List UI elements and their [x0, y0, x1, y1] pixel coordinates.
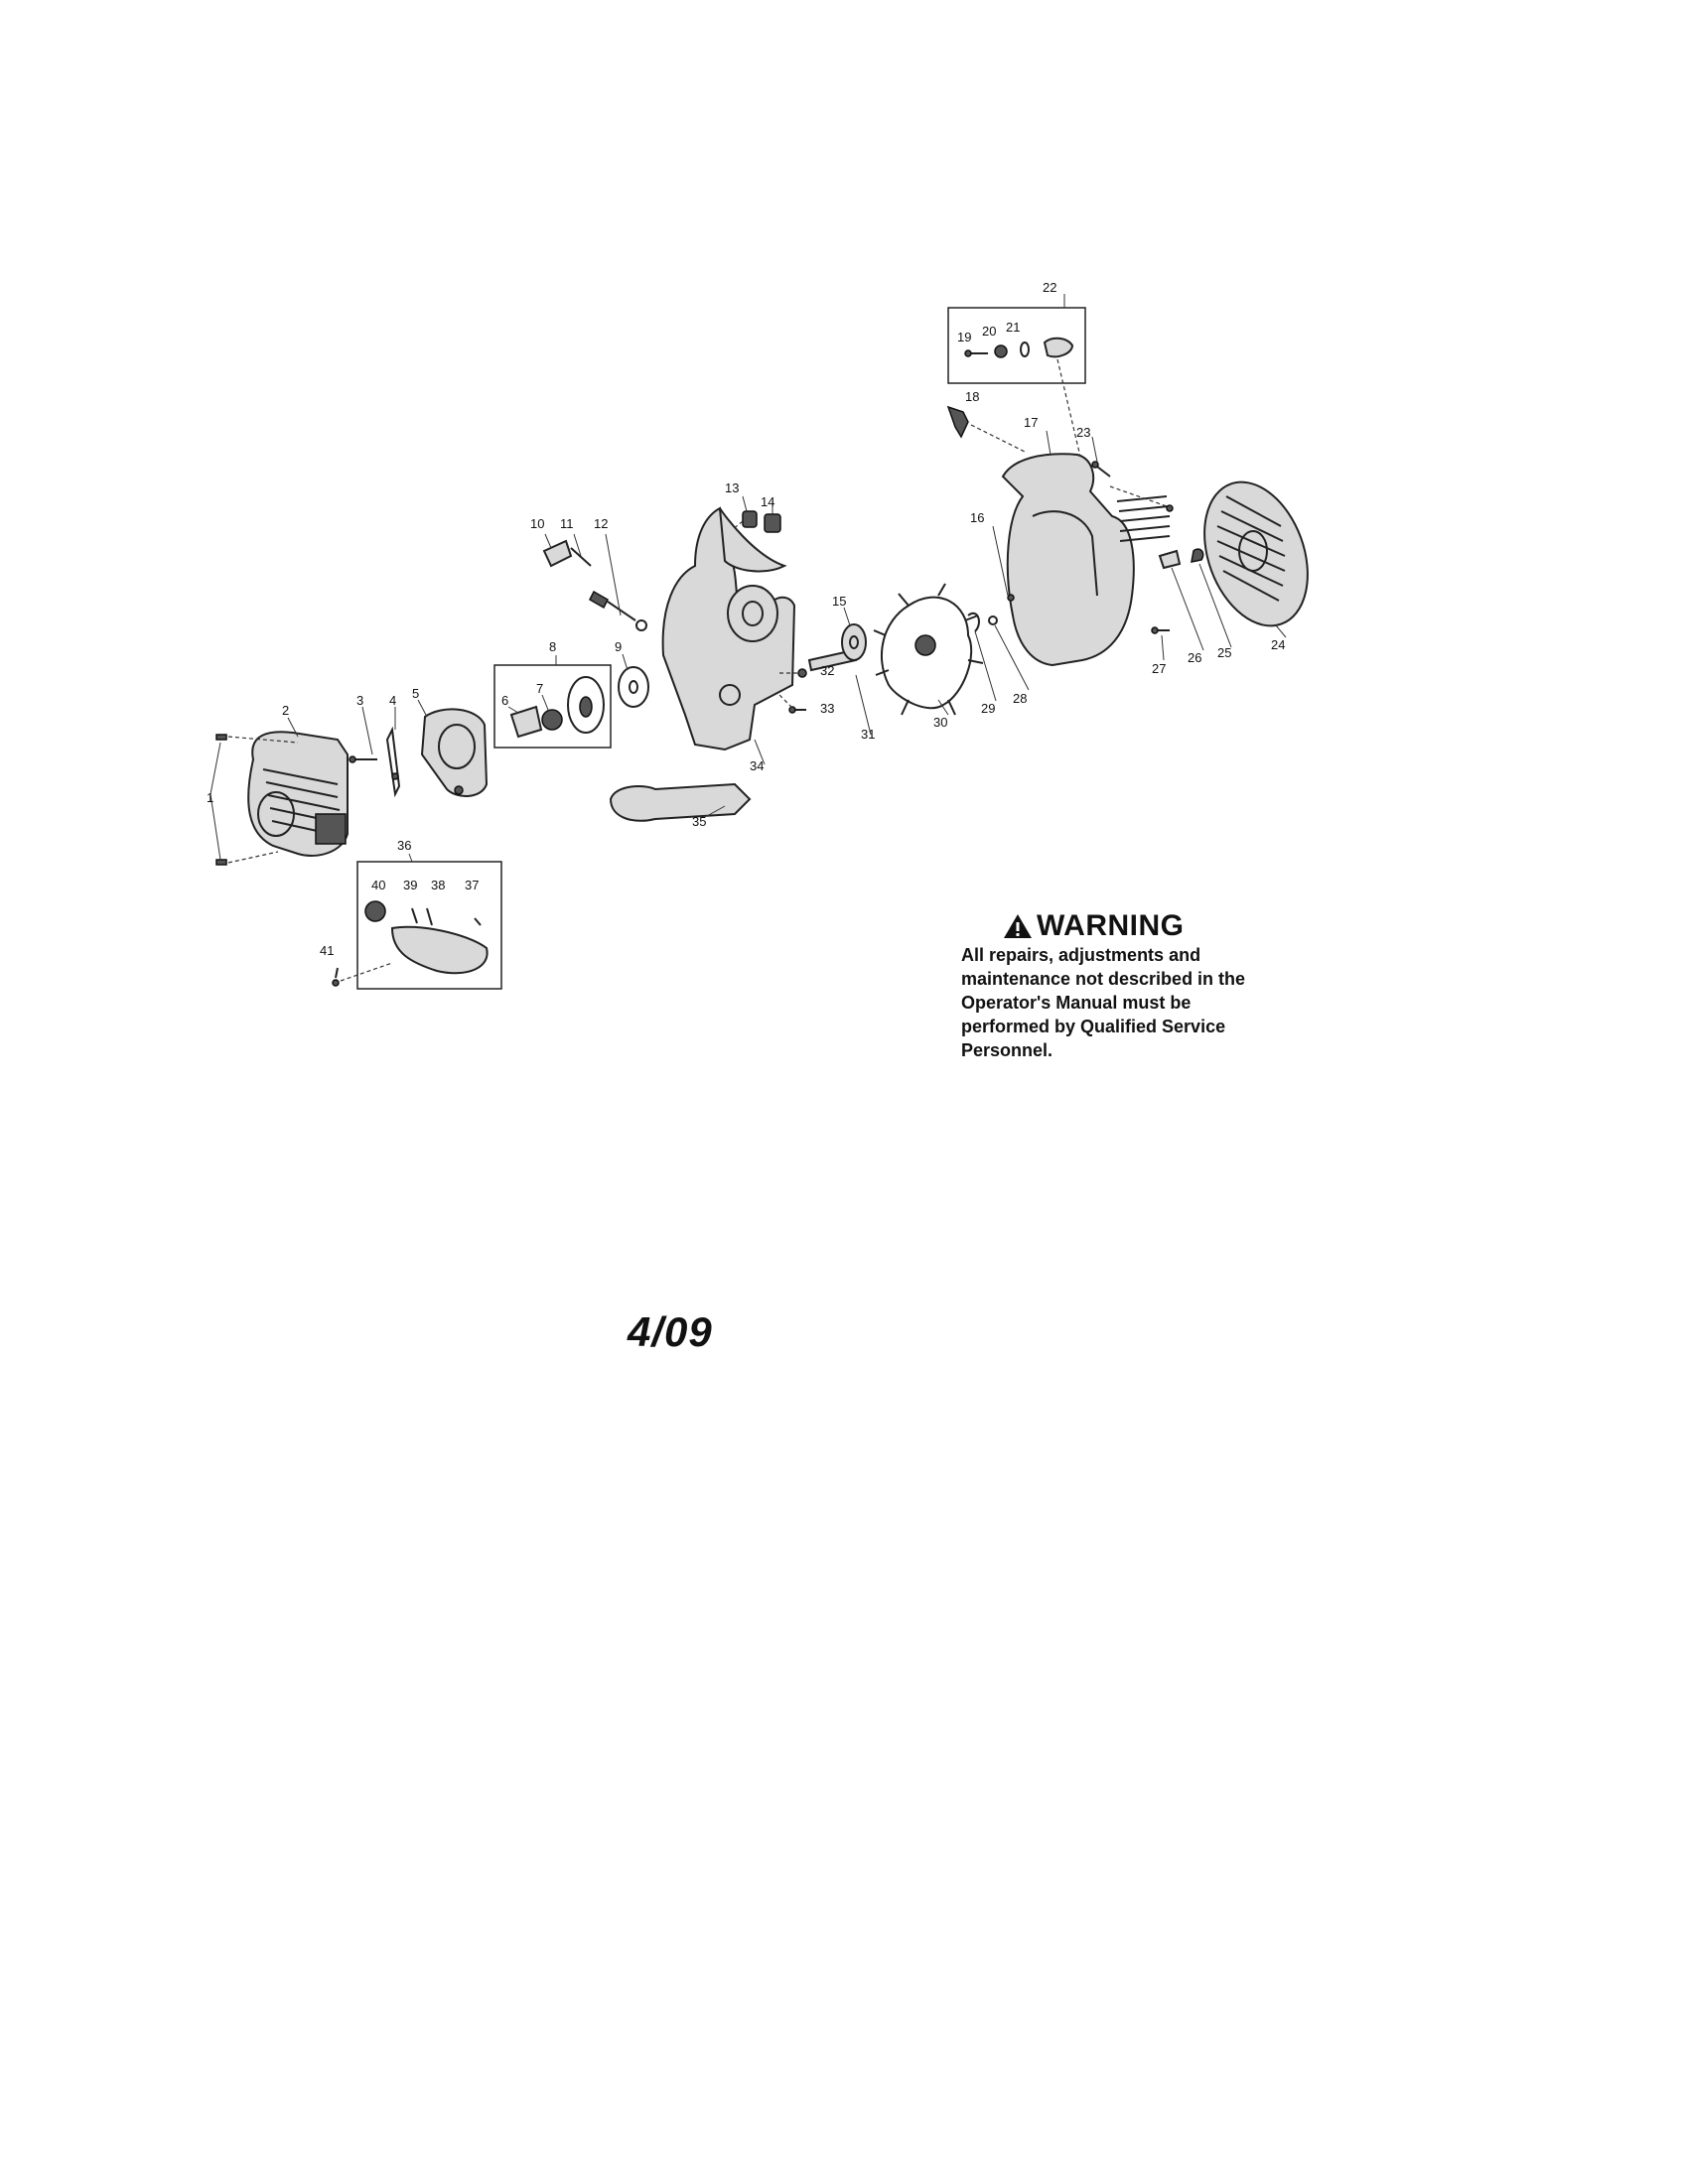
callout-29: 29 [981, 701, 995, 716]
callout-36: 36 [397, 838, 411, 853]
callout-16: 16 [970, 510, 984, 525]
part-bearing-15 [841, 623, 867, 661]
callout-35: 35 [692, 814, 706, 829]
callout-5: 5 [412, 686, 419, 701]
part-boot-25 [1191, 548, 1204, 563]
callout-1: 1 [207, 790, 213, 805]
callout-22: 22 [1043, 280, 1056, 295]
part-engine-housing-17 [1001, 453, 1171, 667]
callout-4: 4 [389, 693, 396, 708]
callout-27: 27 [1152, 661, 1166, 676]
part-starter-housing-5 [420, 708, 489, 797]
part-bolt-3 [349, 755, 377, 763]
callout-9: 9 [615, 639, 622, 654]
part-knobs-13-14 [704, 510, 781, 553]
callout-6: 6 [501, 693, 508, 708]
part-switch-10-11-12 [542, 539, 647, 631]
callout-14: 14 [761, 494, 774, 509]
callout-40: 40 [371, 878, 385, 892]
warning-triangle-icon [1004, 914, 1032, 938]
warning-title-row: WARNING [1003, 909, 1279, 943]
part-spark-plug-26 [1158, 549, 1182, 570]
callout-8: 8 [549, 639, 556, 654]
part-screw-41 [332, 962, 393, 987]
callout-37: 37 [465, 878, 479, 892]
part-housing-cover [247, 731, 349, 857]
callout-38: 38 [431, 878, 445, 892]
callout-28: 28 [1013, 691, 1027, 706]
callout-7: 7 [536, 681, 543, 696]
callout-17: 17 [1024, 415, 1038, 430]
callout-39: 39 [403, 878, 417, 892]
part-clip-29 [967, 613, 980, 632]
callout-11: 11 [560, 516, 574, 531]
callout-10: 10 [530, 516, 544, 531]
callout-labels: 1 2 3 4 5 6 7 8 9 10 11 12 13 14 15 16 1… [207, 280, 1285, 958]
leader-lines [287, 294, 1287, 863]
part-lever-18 [946, 405, 1026, 453]
callout-33: 33 [820, 701, 834, 716]
part-screw-27 [1151, 626, 1170, 634]
warning-body-text: All repairs, adjustments and maintenance… [961, 945, 1246, 1060]
callout-15: 15 [832, 594, 846, 609]
callout-3: 3 [356, 693, 363, 708]
callout-30: 30 [933, 715, 947, 730]
kit-box-22 [947, 307, 1086, 458]
warning-title: WARNING [1037, 909, 1185, 942]
part-main-housing [661, 506, 796, 751]
callout-20: 20 [982, 324, 996, 339]
callout-25: 25 [1217, 645, 1231, 660]
callout-21: 21 [1006, 320, 1020, 335]
callout-26: 26 [1188, 650, 1201, 665]
callout-2: 2 [282, 703, 289, 718]
part-handle-grip-35 [609, 782, 752, 822]
callout-13: 13 [725, 480, 739, 495]
part-fasteners-32-33 [778, 668, 807, 714]
part-nut-28 [988, 615, 998, 625]
callout-41: 41 [320, 943, 334, 958]
revision-date: 4/09 [628, 1308, 713, 1355]
screw-set-1 [210, 734, 299, 866]
callout-19: 19 [957, 330, 971, 344]
callout-24: 24 [1271, 637, 1285, 652]
callout-34: 34 [750, 758, 764, 773]
callout-12: 12 [594, 516, 608, 531]
part-fan-cover-24 [1203, 480, 1309, 627]
callout-32: 32 [820, 663, 834, 678]
callout-23: 23 [1076, 425, 1090, 440]
part-gasket-4 [385, 726, 401, 798]
kit-box-36 [356, 861, 502, 990]
warning-notice: WARNING All repairs, adjustments and mai… [961, 909, 1279, 1062]
part-washer-9 [618, 666, 649, 708]
part-impeller-30 [873, 583, 984, 716]
callout-18: 18 [965, 389, 979, 404]
callout-31: 31 [861, 727, 875, 742]
kit-box-8 [493, 664, 612, 749]
part-screws-23 [1091, 461, 1174, 512]
